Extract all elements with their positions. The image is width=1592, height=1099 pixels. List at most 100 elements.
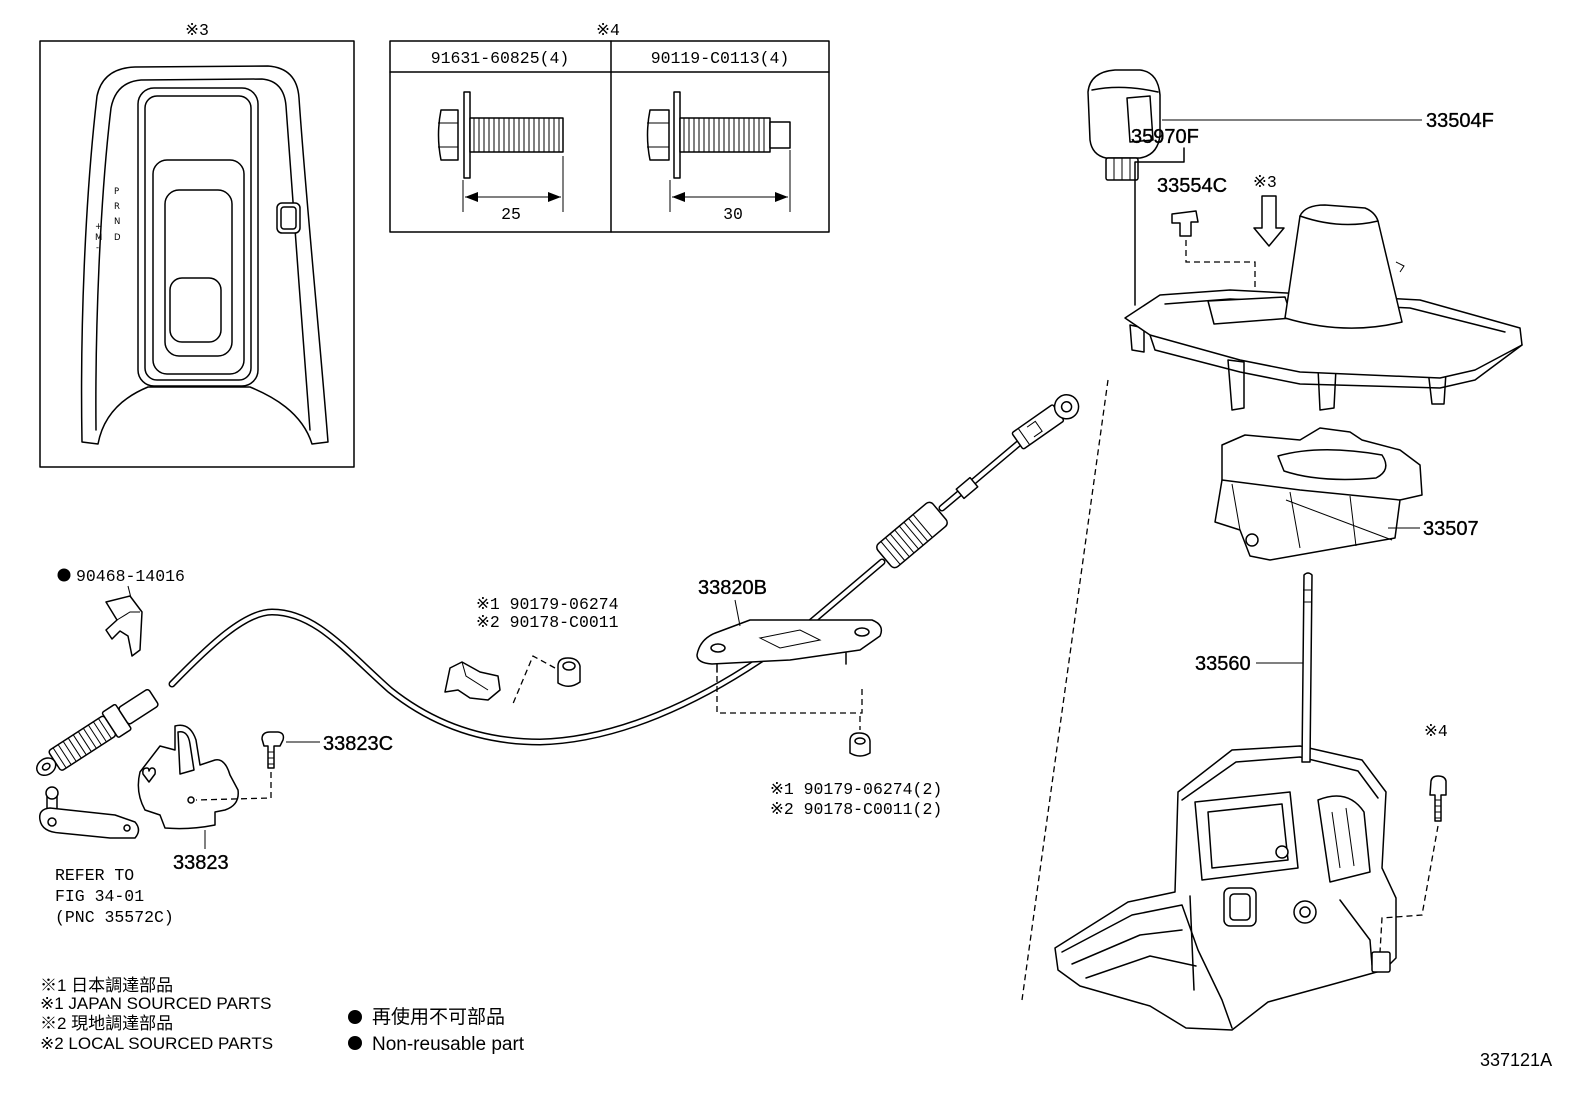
gate-recess — [152, 159, 245, 375]
cable-sleeve — [955, 476, 979, 500]
legend-non-reusable-mark-icon — [348, 1010, 362, 1024]
bolt-2-threads — [683, 118, 765, 152]
cable-nut-japan-label: ※1 90179-06274 — [476, 595, 619, 614]
base-solenoid-face — [1229, 893, 1251, 921]
bolt-2-shank — [679, 117, 771, 153]
shift-manual-plus: + — [95, 222, 102, 232]
shift-manual-m: M — [95, 233, 102, 243]
bolt-1-shank — [469, 117, 564, 153]
refer-line-3: (PNC 35572C) — [55, 908, 174, 927]
plate-nut-japan-label: ※1 90179-06274(2) — [770, 780, 942, 799]
boot-clip-33554C — [1171, 210, 1199, 237]
cable-clip-fold — [116, 611, 140, 621]
bolt-1-arrow-right-icon — [548, 192, 561, 202]
boot-opening — [1299, 215, 1379, 226]
cable-mount-plate — [696, 619, 883, 665]
shift-knob-label: 33504F — [1426, 110, 1494, 132]
bolt-2-arrow-left-icon — [672, 192, 685, 202]
cable-label: 33820B — [698, 577, 767, 599]
base-bolt — [1429, 775, 1447, 822]
knob-body — [1087, 69, 1161, 159]
legend-japan-sourced-en: ※1 JAPAN SOURCED PARTS — [40, 994, 272, 1013]
shift-panel-frame — [39, 40, 355, 468]
bolt-2-head — [646, 109, 670, 161]
shift-lever-label: 33560 — [1195, 653, 1251, 675]
boot-fold — [1395, 261, 1405, 273]
adjuster-end-hole — [41, 762, 51, 771]
base-bolt-note-mark: ※4 — [1424, 722, 1448, 741]
cable-clip: 90468-14016 — [57, 567, 185, 657]
boot-clip-dashed-guide — [1185, 240, 1256, 288]
bezel-lower-rim — [1149, 334, 1523, 389]
bolt-1-length: 25 — [501, 205, 521, 224]
gate-slot — [164, 189, 233, 357]
bolt-2-washer — [673, 91, 681, 179]
bolt-1-threads — [473, 118, 560, 152]
bolt-2-head-facets — [647, 122, 669, 148]
base-bolt-dashed-guide — [1379, 825, 1439, 953]
housing-top-edge — [1221, 479, 1401, 501]
base-window-inner — [1207, 803, 1289, 869]
base-detent-ribs — [1331, 807, 1355, 869]
bracket-label: 33823 — [173, 852, 229, 874]
base-front-flange — [1061, 904, 1233, 1029]
plate-nut-bore — [854, 737, 866, 745]
bracket-slot — [177, 731, 195, 775]
mode-button — [276, 202, 301, 234]
knob-grip-pad — [1126, 95, 1154, 143]
cable-end-hole — [1060, 401, 1073, 413]
base-flange-rib-2 — [1085, 955, 1197, 979]
lever-arm-body — [38, 807, 140, 839]
shift-lever-rod-notches — [1303, 589, 1311, 603]
legend-non-reusable-jp: 再使用不可部品 — [372, 1006, 505, 1028]
assembly-dashed-guide — [1021, 379, 1109, 1001]
cable-sleeve-body — [955, 476, 979, 500]
base-pivot-hole — [1299, 906, 1311, 918]
view-direction-arrow-icon — [1253, 195, 1285, 247]
cable-bracket: 33823 33823C — [137, 724, 393, 874]
bolt-2-pilot-tip — [769, 121, 791, 149]
plate-nut-local-label: ※2 90178-C0011(2) — [770, 800, 942, 819]
base-pin — [1275, 845, 1289, 859]
panel-inner-edge — [95, 78, 311, 431]
bracket-bolt-dashed-guide — [195, 772, 272, 801]
cable-clamp-bracket — [444, 661, 501, 701]
plate-leader-line — [734, 599, 741, 627]
non-reusable-mark-icon — [57, 568, 71, 582]
bracket-bolt — [261, 731, 285, 769]
shift-letter-n: N — [114, 217, 120, 227]
bolt-2-part-number: 90119-C0113(4) — [651, 49, 790, 68]
lever-hole — [169, 277, 222, 343]
lever-housing-label: 33507 — [1423, 518, 1479, 540]
cable-end-ring — [1053, 394, 1080, 420]
legend-non-reusable-mark-icon-2 — [348, 1036, 362, 1050]
plate-studs — [716, 652, 847, 673]
bracket-body — [137, 724, 239, 830]
cable-nut-dashed-guide — [511, 655, 556, 707]
cable-clip-body — [105, 595, 143, 657]
housing-opening — [1277, 449, 1387, 481]
legend-local-sourced-jp: ※2 現地調達部品 — [40, 1014, 173, 1033]
cable-nut-bore — [562, 661, 576, 671]
cable-wire-fill — [940, 442, 1020, 510]
shift-boot — [1284, 204, 1403, 329]
boot-view-note-mark: ※3 — [1253, 173, 1277, 192]
base-window — [1194, 791, 1299, 881]
base-detent-plate — [1317, 795, 1371, 883]
base-pivot — [1293, 900, 1317, 924]
ball-stud-head — [45, 786, 59, 800]
cable-nut-local-label: ※2 90178-C0011 — [476, 613, 619, 632]
bracket-bolt-hole — [187, 796, 195, 804]
bolt-2-dimension-ext — [669, 150, 791, 212]
lever-arm-end-hole — [123, 824, 131, 832]
boot-bracket-leader — [1134, 147, 1185, 306]
shift-lever-rod — [1301, 572, 1313, 763]
bolt-1-arrow-left-icon — [465, 192, 478, 202]
bracket-heart-hole-icon — [142, 767, 156, 783]
shift-panel-view: P R N D + M - — [39, 40, 355, 468]
bolt-2-drawing: 30 — [646, 91, 791, 224]
legend: ※1 日本調達部品 ※1 JAPAN SOURCED PARTS ※2 現地調達… — [40, 976, 525, 1055]
bolt-1-head — [437, 109, 459, 161]
adjuster-end-ring — [36, 757, 57, 777]
